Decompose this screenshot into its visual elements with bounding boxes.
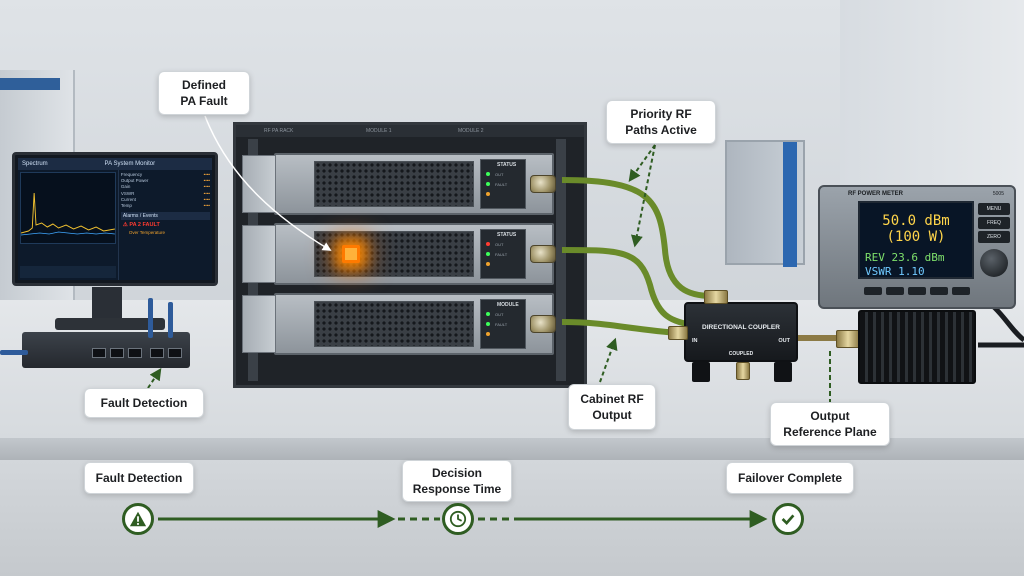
callout-fault-detection: Fault Detection <box>84 388 204 418</box>
warning-icon <box>122 503 154 535</box>
meter-zero-button[interactable]: ZERO <box>978 231 1010 243</box>
directional-coupler: DIRECTIONAL COUPLER IN OUT COUPLED <box>684 302 798 362</box>
meter-header: RF POWER METER <box>848 191 903 197</box>
coupler-coupled-label: COUPLED <box>728 351 754 357</box>
rf-output-connector <box>530 315 556 333</box>
monitor-base <box>55 318 165 330</box>
monitor-stand <box>92 287 122 319</box>
rf-output-connector <box>530 245 556 263</box>
network-cable <box>0 350 28 355</box>
rf-dummy-load-heatsink <box>858 310 976 384</box>
alarm-pa2-fault: ⚠ PA 2 FAULT <box>122 222 160 229</box>
coupler-input-connector <box>668 326 688 340</box>
rf-power-meter: RF POWER METER 5005 50.0 dBm(100 W) REV … <box>818 185 1016 309</box>
pa-rack-cabinet: RF PA RACK MODULE 1 MODULE 2 STATUS OUT … <box>233 122 587 388</box>
alarm-detail: Over Temperature <box>128 230 166 236</box>
coupler-out-label: OUT <box>778 338 790 344</box>
monitor-parameters: Frequency•••• Output Power•••• Gain•••• … <box>120 172 210 236</box>
spectrum-tab: Spectrum <box>22 161 48 167</box>
timeline-step-failover-complete: Failover Complete <box>726 462 854 494</box>
rf-output-connector <box>530 175 556 193</box>
rack-header: RF PA RACK MODULE 1 MODULE 2 <box>236 125 584 137</box>
meter-forward-power: 50.0 dBm(100 W) <box>882 213 950 245</box>
fault-indicator <box>342 245 360 263</box>
module-status-panel: STATUS OUT FAULT <box>480 159 526 209</box>
network-cable <box>148 298 153 338</box>
coupler-title: DIRECTIONAL COUPLER <box>702 324 780 331</box>
meter-freq-button[interactable]: FREQ <box>978 217 1010 229</box>
coupled-port-connector <box>736 362 750 380</box>
workbench-edge <box>0 438 1024 460</box>
meter-knob[interactable] <box>980 249 1008 277</box>
pa-system-monitor: Spectrum PA System Monitor Frequency•••• <box>12 152 218 286</box>
vent-grille <box>314 301 474 347</box>
meter-display: 50.0 dBm(100 W) REV 23.6 dBm VSWR 1.10 <box>858 201 974 279</box>
pa-module-3: MODULE OUT FAULT <box>242 293 556 355</box>
pa-module-1: STATUS OUT FAULT <box>242 153 556 215</box>
vent-grille <box>314 231 474 277</box>
clock-icon <box>442 503 474 535</box>
network-cable <box>168 302 173 338</box>
module-status-panel: MODULE OUT FAULT <box>480 299 526 349</box>
vent-grille <box>314 161 474 207</box>
spectrum-plot <box>20 172 116 244</box>
meter-vswr: VSWR 1.10 <box>865 265 925 278</box>
meter-model: 5005 <box>992 191 1004 197</box>
module-status-panel: STATUS OUT FAULT <box>480 229 526 279</box>
coupler-input-connector <box>704 290 728 304</box>
meter-reverse-power: REV 23.6 dBm <box>865 251 945 264</box>
meter-menu-button[interactable]: MENU <box>978 203 1010 215</box>
monitor-titlebar: Spectrum PA System Monitor <box>18 158 212 170</box>
pa-module-2: STATUS OUT FAULT <box>242 223 556 285</box>
checkmark-icon <box>772 503 804 535</box>
background-rack <box>725 140 805 267</box>
coupler-in-label: IN <box>692 338 698 344</box>
monitor-title: PA System Monitor <box>104 161 156 167</box>
network-switch <box>22 332 190 368</box>
alarms-header: Alarms / Events <box>120 212 210 221</box>
timeline-step-fault-detection: Fault Detection <box>84 462 194 494</box>
monitor-screen: Spectrum PA System Monitor Frequency•••• <box>18 158 212 280</box>
